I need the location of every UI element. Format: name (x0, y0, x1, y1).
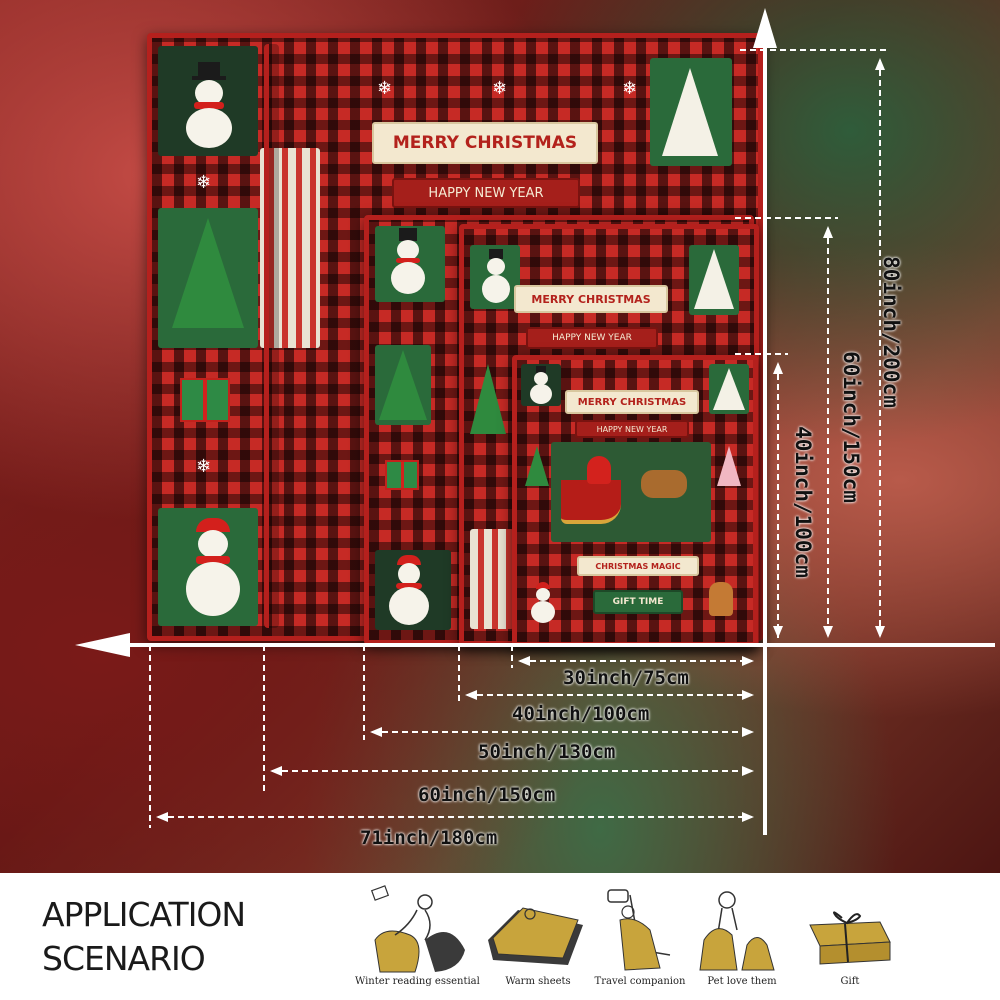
gift-time-banner: GIFT TIME (593, 590, 683, 614)
snowman-figure (525, 366, 557, 406)
arrow-icon (875, 626, 885, 638)
snowman-figure (527, 582, 559, 626)
gingerbread-man (709, 582, 733, 616)
blanket-60x80 (264, 44, 279, 628)
width-label-50: 50inch/130cm (478, 741, 616, 763)
snowman-figure (383, 228, 433, 298)
merry-christmas-banner: MERRY CHRISTMAS (565, 390, 699, 414)
scenario-travel: Travel companion (580, 880, 700, 998)
scenario-label: Winter reading essential (355, 976, 480, 987)
travel-seat-icon (607, 889, 671, 971)
scenario-label: Pet love them (707, 976, 777, 987)
snowflake-icon: ❄ (622, 78, 638, 99)
scenario-pet: Pet love them (682, 880, 802, 998)
snowman-figure (476, 249, 516, 307)
gift-box-icon (809, 911, 891, 965)
scenario-reading: Winter reading essential (355, 880, 480, 998)
merry-christmas-banner: MERRY CHRISTMAS (372, 122, 598, 164)
christmas-tree (713, 368, 745, 410)
arrow-icon (518, 656, 530, 666)
dog-blanket-icon (699, 891, 775, 971)
plaid-tile (470, 529, 514, 629)
bed-blanket-icon (488, 907, 583, 965)
gift-box (180, 378, 230, 422)
arrow-icon (742, 812, 754, 822)
christmas-tree (662, 68, 718, 156)
christmas-tree (694, 249, 734, 309)
happy-new-year-banner: HAPPY NEW YEAR (392, 178, 580, 208)
happy-new-year-banner: HAPPY NEW YEAR (575, 420, 689, 438)
height-label-80: 80inch/200cm (879, 256, 903, 408)
arrow-icon (773, 626, 783, 638)
santa-figure (587, 456, 611, 484)
christmas-magic-banner: CHRISTMAS MAGIC (577, 556, 699, 576)
scenario-gift: Gift (790, 880, 910, 998)
product-photo-background: ❄ ❄ ❄ ❄ ❄ MERRY CHRISTMAS HAPPY NEW YEAR (0, 0, 1000, 873)
title-line-1: APPLICATION (42, 895, 246, 934)
arrow-icon (742, 656, 754, 666)
christmas-tree (172, 218, 244, 328)
arrow-icon (823, 626, 833, 638)
scenario-label: Travel companion (594, 976, 686, 987)
width-label-40: 40inch/100cm (512, 703, 650, 725)
arrow-icon (270, 766, 282, 776)
snowflake-icon: ❄ (377, 78, 393, 99)
happy-new-year-banner: HAPPY NEW YEAR (526, 327, 658, 349)
scenario-label: Warm sheets (505, 976, 571, 987)
height-label-40: 40inch/100cm (791, 426, 815, 578)
scenario-label: Gift (840, 976, 860, 987)
width-axis-arrow-icon (75, 633, 130, 657)
snowflake-icon: ❄ (196, 456, 212, 477)
snowman-figure (383, 555, 437, 627)
santa-sleigh (561, 480, 621, 524)
application-scenario-title: APPLICATION SCENARIO (42, 893, 302, 981)
snowflake-icon: ❄ (492, 78, 508, 99)
arrow-icon (370, 727, 382, 737)
snowman-figure (178, 62, 238, 152)
width-label-30: 30inch/75cm (563, 667, 689, 689)
width-label-60: 60inch/150cm (418, 784, 556, 806)
height-label-60: 60inch/150cm (839, 351, 863, 503)
arrow-icon (465, 690, 477, 700)
arrow-icon (823, 226, 833, 238)
reading-chair-icon (370, 885, 465, 973)
plaid-tile (260, 148, 320, 348)
arrow-icon (742, 690, 754, 700)
christmas-tree (717, 446, 741, 486)
gift-box (385, 460, 419, 490)
christmas-tree (379, 350, 427, 420)
arrow-icon (156, 812, 168, 822)
snowman-figure (178, 518, 248, 618)
reindeer (641, 470, 687, 498)
blanket-30x40: MERRY CHRISTMAS HAPPY NEW YEAR CHRISTMAS… (512, 355, 758, 647)
arrow-icon (773, 362, 783, 374)
arrow-icon (742, 766, 754, 776)
title-line-2: SCENARIO (42, 939, 206, 978)
arrow-icon (742, 727, 754, 737)
scenario-bed: Warm sheets (478, 880, 598, 998)
christmas-tree (470, 364, 506, 434)
christmas-tree (525, 446, 549, 486)
snowflake-icon: ❄ (196, 172, 212, 193)
width-label-71: 71inch/180cm (360, 827, 498, 849)
merry-christmas-banner: MERRY CHRISTMAS (514, 285, 668, 313)
arrow-icon (875, 58, 885, 70)
